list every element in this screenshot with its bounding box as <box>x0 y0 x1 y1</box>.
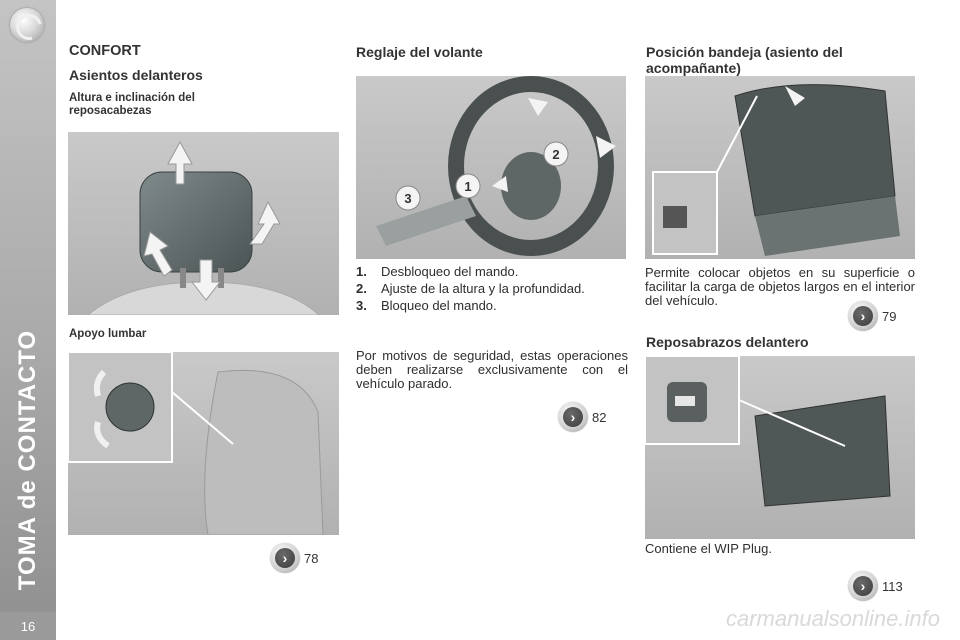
page-link-icon: › <box>270 543 300 573</box>
ref-page-number: 79 <box>882 308 897 324</box>
logo-icon <box>10 8 44 42</box>
figure-label-2: 2 <box>552 147 559 162</box>
page-ref-113[interactable]: › 113 <box>848 571 903 601</box>
page-ref-82[interactable]: › 82 <box>558 402 606 432</box>
page-link-icon: › <box>558 402 588 432</box>
steering-figure: 1 2 3 <box>356 76 626 259</box>
page-ref-79[interactable]: › 79 <box>848 301 896 331</box>
heading-steering: Reglaje del volante <box>356 44 483 60</box>
heading-headrest: Altura e inclinación del reposacabezas <box>69 92 195 117</box>
heading-confort: CONFORT <box>69 43 141 59</box>
figure-label-1: 1 <box>464 179 471 194</box>
list-item: 3. Bloqueo del mando. <box>356 298 497 313</box>
list-item: 2. Ajuste de la altura y la profundidad. <box>356 281 585 296</box>
list-item: 1. Desbloqueo del mando. <box>356 264 519 279</box>
ref-page-number: 113 <box>882 578 903 594</box>
section-sidebar: TOMA de CONTACTO <box>0 0 56 640</box>
heading-armrest: Reposabrazos delantero <box>646 334 809 350</box>
ref-page-number: 78 <box>304 550 319 566</box>
armrest-figure <box>645 356 915 539</box>
page-ref-78[interactable]: › 78 <box>270 543 318 573</box>
lumbar-figure <box>68 352 339 535</box>
tray-figure <box>645 76 915 259</box>
figure-label-3: 3 <box>404 191 411 206</box>
headrest-figure <box>68 132 339 315</box>
tray-description: Permite colocar objetos en su superficie… <box>645 265 915 308</box>
heading-lumbar: Apoyo lumbar <box>69 328 147 340</box>
section-title: TOMA de CONTACTO <box>14 329 41 591</box>
page-link-icon: › <box>848 301 878 331</box>
safety-note: Por motivos de seguridad, estas operacio… <box>356 348 628 391</box>
armrest-description: Contiene el WIP Plug. <box>645 541 772 556</box>
ref-page-number: 82 <box>592 409 607 425</box>
heading-front-seats: Asientos delanteros <box>69 67 203 83</box>
page-number: 16 <box>0 612 56 640</box>
page-link-icon: › <box>848 571 878 601</box>
steering-steps: 1. Desbloqueo del mando. 2. Ajuste de la… <box>356 263 626 314</box>
heading-tray: Posición bandeja (asiento del acompañant… <box>646 44 843 76</box>
watermark: carmanualsonline.info <box>725 606 940 631</box>
